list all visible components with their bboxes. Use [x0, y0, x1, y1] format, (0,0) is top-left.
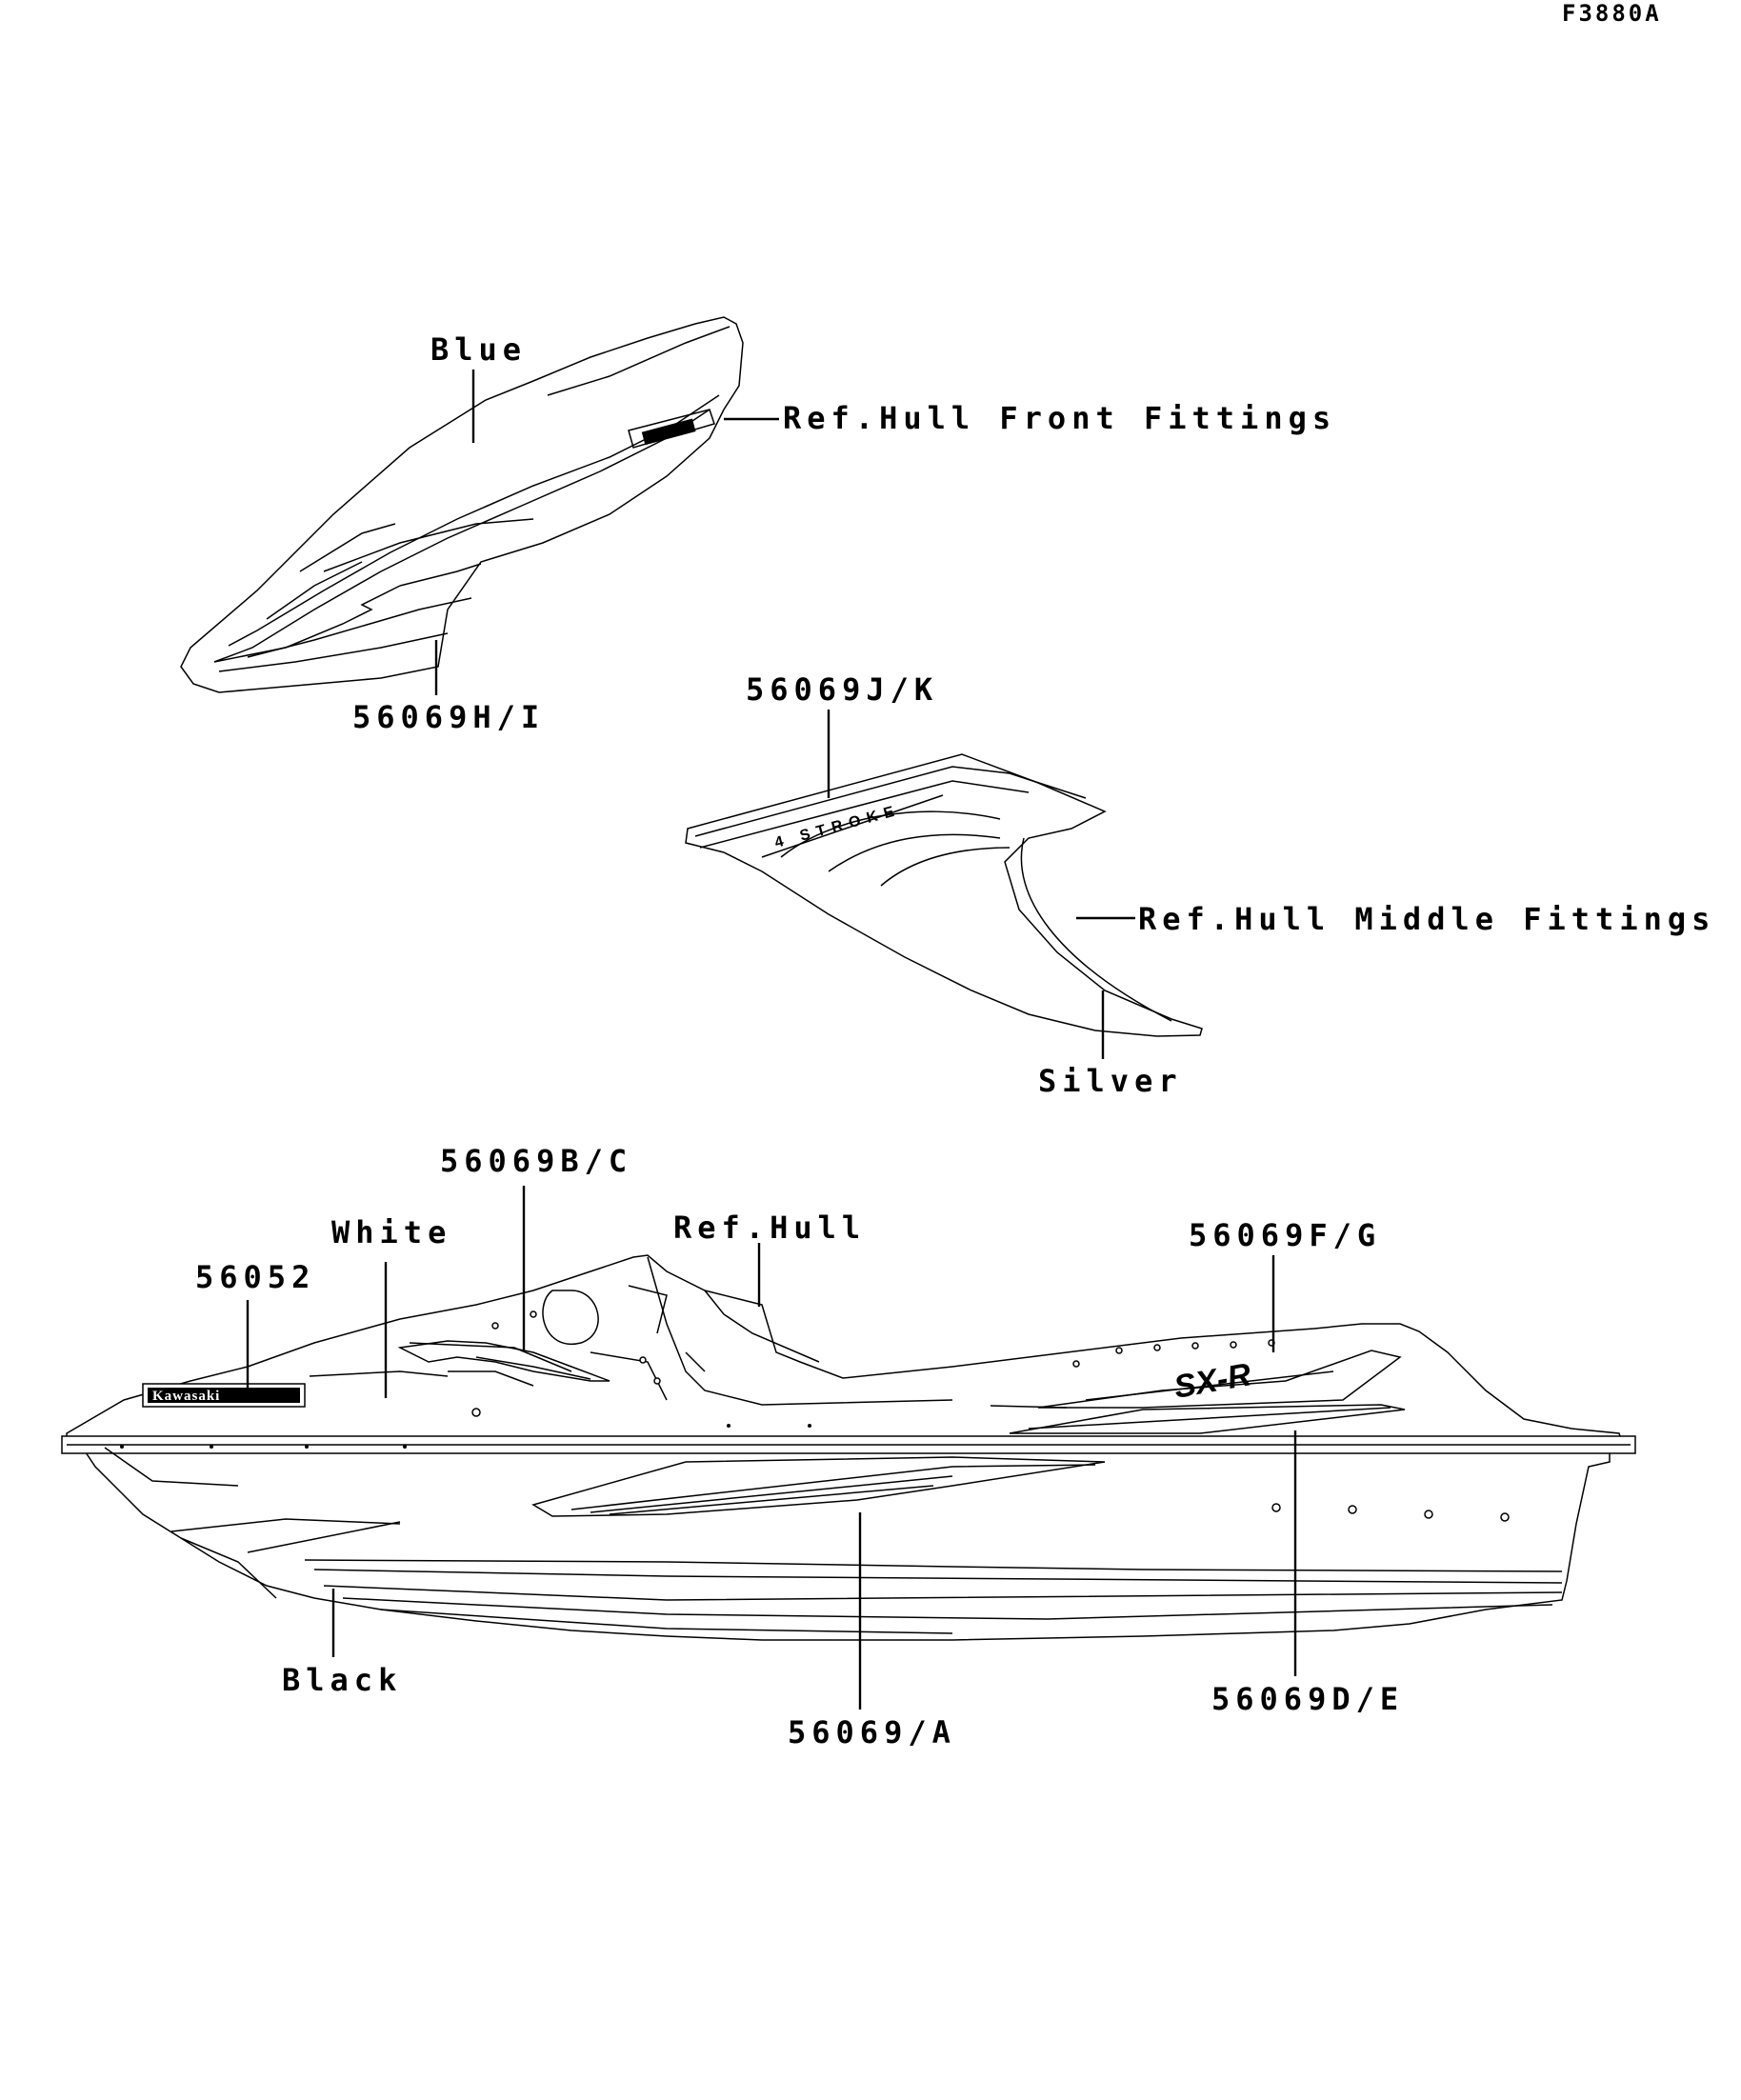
label-ref-hull-middle-fittings: Ref.Hull Middle Fittings [1138, 901, 1715, 937]
hull-assembly: SX-R Kawasaki [61, 1254, 1636, 1641]
kawasaki-decal-text: Kawasaki [152, 1389, 220, 1404]
middle-side-decal-part: 4 STROKE [685, 753, 1203, 1037]
figure-code: F3880A [1562, 0, 1662, 27]
label-56069f-g: 56069F/G [1189, 1217, 1381, 1253]
front-cowl-part [180, 316, 744, 693]
label-56069b-c: 56069B/C [440, 1143, 632, 1179]
label-56069d-e: 56069D/E [1211, 1681, 1404, 1717]
label-silver: Silver [1038, 1063, 1183, 1099]
label-56069h-i: 56069H/I [352, 699, 545, 735]
label-56069j-k: 56069J/K [746, 671, 938, 708]
label-black: Black [282, 1662, 402, 1698]
label-56052: 56052 [195, 1259, 315, 1295]
label-blue: Blue [430, 331, 527, 368]
label-56069-a: 56069/A [788, 1714, 956, 1750]
label-white: White [331, 1214, 451, 1250]
label-ref-hull-front-fittings: Ref.Hull Front Fittings [783, 400, 1336, 436]
label-ref-hull: Ref.Hull [673, 1210, 866, 1246]
